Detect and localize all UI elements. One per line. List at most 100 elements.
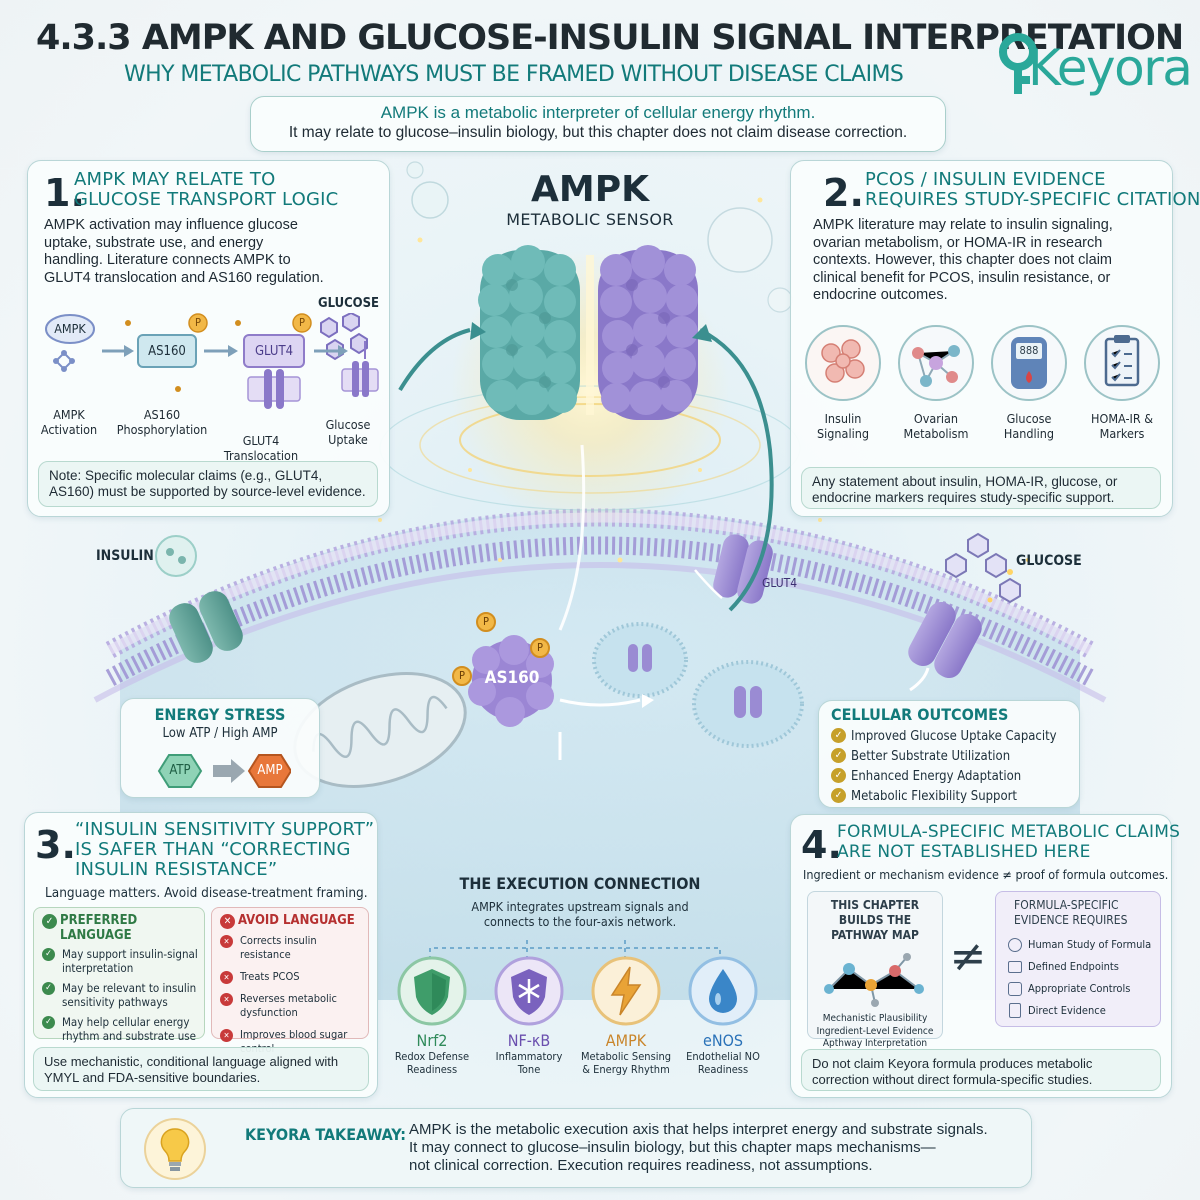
page-subtitle: WHY METABOLIC PATHWAYS MUST BE FRAMED WI… [124,62,904,87]
preferred-title: ✓PREFERRED LANGUAGE [42,913,204,943]
icon-label-homa: HOMA-IR & Markers [1091,411,1153,441]
evidence-item: Direct Evidence [1008,1000,1160,1022]
step-glut4-translocation: GLUT4 Translocation [223,433,299,463]
atp-to-amp-icon [157,754,291,788]
avoid-title: ✕AVOID LANGUAGE [220,913,368,929]
x-icon: ✕ [220,935,233,948]
insulin-signaling-icon [805,325,881,401]
as160-p2: P [537,641,543,654]
clipboard-icon [1084,325,1160,401]
axis-network: Nrf2 Redox Defense Readiness NF-κB Infla… [384,955,780,1080]
step-as160-phosphorylation: AS160 Phosphorylation [116,407,208,437]
check-icon: ✓ [42,914,57,929]
section3-title-line1: “INSULIN SENSITIVITY SUPPORT” [75,819,375,840]
glut4-membrane-label: GLUT4 [762,576,798,590]
axis-name: AMPK [605,1031,647,1050]
evidence-item: Appropriate Controls [1008,978,1160,1000]
page-title: 4.3.3 AMPK AND GLUCOSE-INSULIN SIGNAL IN… [36,18,1184,58]
person-icon [1008,938,1022,952]
preferred-language-box: ✓PREFERRED LANGUAGE ✓May support insulin… [33,907,205,1043]
meter-readout: 888 [1019,344,1039,357]
glucose-meter-icon [991,325,1067,401]
energy-stress-panel: ENERGY STRESS Low ATP / High AMP ATP AMP [120,698,320,798]
step-ampk-activation: AMPK Activation [40,407,98,437]
section1-body: AMPK activation may influence glucose up… [44,217,324,286]
key-icon [999,33,1037,94]
axis-ampk: AMPK Metabolic Sensing & Energy Rhythm [578,955,674,1076]
section1-panel: 1. AMPK MAY RELATE TO GLUCOSE TRANSPORT … [27,160,390,517]
section3-number: 3. [35,823,76,867]
section3-intro: Language matters. Avoid disease-treatmen… [45,885,368,901]
energy-stress-subtitle: Low ATP / High AMP [162,726,278,741]
takeaway-line3: not clinical correction. Execution requi… [409,1157,873,1174]
banner-line1: AMPK is a metabolic interpreter of cellu… [380,103,816,122]
axis-name: Nrf2 [416,1031,448,1050]
section2-panel: 2. PCOS / INSULIN EVIDENCE REQUIRES STUD… [790,160,1200,517]
avoid-language-box: ✕AVOID LANGUAGE ✕Corrects insulin resist… [211,907,369,1055]
page-header: 4.3.3 AMPK AND GLUCOSE-INSULIN SIGNAL IN… [36,18,1184,58]
ampk-subtitle: METABOLIC SENSOR [506,210,674,229]
atp-label: ATP [169,763,191,778]
section2-title-line1: PCOS / INSULIN EVIDENCE [865,169,1106,190]
check-icon: ✓ [831,748,846,763]
x-icon: ✕ [220,971,233,984]
axis-desc: Inflammatory Tone [495,1050,563,1076]
pathway-map-title: THIS CHAPTER BUILDS THE PATHWAY MAP [830,898,920,942]
brand-name: Keyora [1028,39,1193,97]
x-icon: ✕ [220,993,233,1006]
section4-intro: Ingredient or mechanism evidence ≠ proof… [803,867,1169,882]
ovarian-metabolism-icon [898,325,974,401]
amp-label: AMP [257,763,283,778]
preferred-item: ✓May be relevant to insulin sensitivity … [42,981,198,1009]
axis-desc: Endothelial NO Readiness [686,1050,760,1076]
outcome-item: ✓Better Substrate Utilization [831,747,1079,767]
axis-nfkb: NF-κB Inflammatory Tone [481,955,577,1076]
molecule-network-icon [824,953,924,1007]
section2-number: 2. [823,171,864,215]
calendar-icon [1008,961,1022,973]
takeaway-title: KEYORA TAKEAWAY: [245,1125,407,1144]
evidence-item: Defined Endpoints [1008,956,1160,978]
section1-note: Note: Specific molecular claims (e.g., G… [38,461,378,507]
icon-label-ovarian: Ovarian Metabolism [903,411,969,441]
axis-desc: Redox Defense Readiness [394,1050,470,1076]
node-as160: AS160 [148,344,186,359]
as160-p1: P [483,615,489,628]
check-icon: ✓ [831,788,846,803]
avoid-item: ✕Treats PCOS [220,970,364,984]
axis-desc: Metabolic Sensing & Energy Rhythm [580,1050,672,1076]
section3-title-line2: IS SAFER THAN “CORRECTING [75,839,351,860]
ampk-center-label: AMPK METABOLIC SENSOR [490,170,690,230]
outcome-item: ✓Enhanced Energy Adaptation [831,767,1079,787]
section2-icon-row: Insulin Signaling Ovarian Metabolism 888… [797,323,1169,453]
check-icon: ✓ [42,1016,55,1029]
lightning-icon [591,956,661,1026]
section2-body: AMPK literature may relate to insulin si… [813,217,1113,303]
x-icon: ✕ [220,1029,233,1042]
brand-logo: Keyora [996,30,1193,102]
outcome-item: ✓Metabolic Flexibility Support [831,787,1079,807]
glucose-molecules-icon [320,313,368,361]
as160-p3: P [459,669,465,682]
node-glut4: GLUT4 [254,344,294,359]
x-icon: ✕ [220,914,235,929]
pathway-caption: Mechanistic Plausibility Ingredient-Leve… [816,1013,934,1049]
check-icon: ✓ [42,982,55,995]
icon-label-insulin: Insulin Signaling [817,411,869,441]
section4-number: 4. [801,823,842,867]
ampk-title: AMPK [531,169,649,210]
preferred-list: ✓May support insulin-signal interpretati… [42,947,198,1043]
intro-banner: AMPK is a metabolic interpreter of cellu… [250,96,946,152]
outcomes-title: CELLULAR OUTCOMES [831,705,1009,724]
insulin-label: INSULIN [96,548,154,564]
phospho-p2: P [299,316,305,329]
lightbulb-icon [144,1118,206,1180]
pathway-diagram [45,313,379,409]
icon-tile-insulin: Insulin Signaling [797,323,889,441]
pathway-map-box: THIS CHAPTER BUILDS THE PATHWAY MAP Mech… [807,891,943,1049]
takeaway-panel: KEYORA TAKEAWAY: AMPK is the metabolic e… [120,1108,1032,1188]
section3-note: Use mechanistic, conditional language al… [33,1047,369,1091]
axis-enos: eNOS Endothelial NO Readiness [675,955,771,1076]
evidence-item: Human Study of Formula [1008,934,1160,956]
formula-evidence-title: FORMULA-SPECIFIC EVIDENCE REQUIRES [1014,898,1128,927]
